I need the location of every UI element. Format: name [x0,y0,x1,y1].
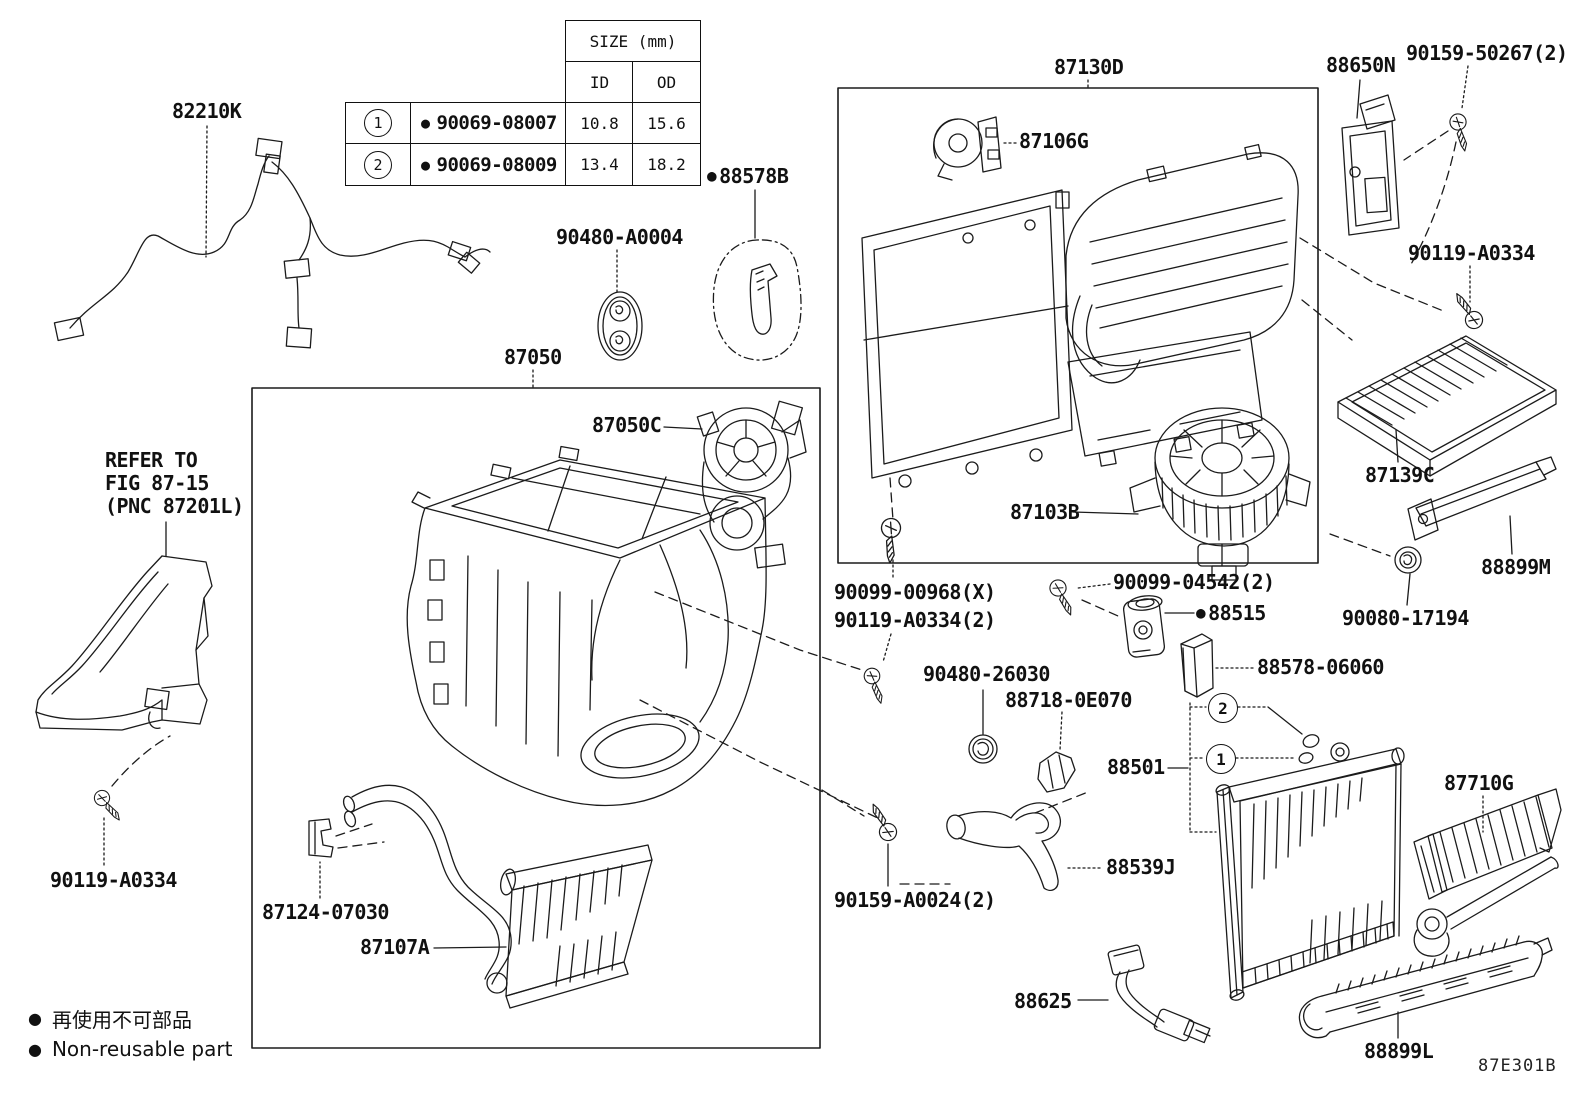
part-label-88501: 88501 [1107,755,1165,779]
refer-note-line1: REFER TO [105,448,198,472]
evaporator-88501-drawing [1215,742,1405,1001]
clamp-88718-0e070-drawing [1037,751,1076,793]
thermistor-88625-drawing [1107,944,1211,1044]
part-label-90119-a0334-bl: 90119-A0334 [50,868,177,892]
size-table: SIZE (mm) ID OD 1 ●90069-08007 10.8 15.6… [345,20,701,186]
leader-lines-dotted [103,65,1484,899]
screw-90159-a0024-drawing [860,803,905,844]
amplifier-88650n-drawing [1341,94,1400,236]
part-label-87107a: 87107A [360,935,430,959]
part-label-90080-17194: 90080-17194 [1342,606,1469,630]
part-label-87130d: 87130D [1054,55,1124,79]
part-label-87103b: 87103B [1010,500,1080,524]
part-label-87710g: 87710G [1444,771,1514,795]
screw-90119-a0334-tr-drawing [1446,293,1490,332]
part-label-88650n: 88650N [1326,53,1396,77]
expansion-valve-88515-drawing [1122,595,1166,658]
part-label-88625: 88625 [1014,989,1072,1013]
size-table-row1-num: 1 [345,102,411,144]
part-label-88578b: ●88578B [707,164,789,188]
note-non-reusable-en: ● Non-reusable part [28,1037,232,1061]
insulator-88578b-drawing [712,239,802,361]
note-text-jp: 再使用不可部品 [51,1008,192,1032]
heater-core-87710g-drawing [1413,788,1562,957]
part-label-88578-06060: 88578-06060 [1257,655,1384,679]
part-label-90159-a0024: 90159-A0024(2) [834,888,996,912]
part-label-88539j: 88539J [1106,855,1176,879]
grommet-90480-26030-drawing [968,734,998,764]
assembly-box-87050 [251,387,821,1049]
screw-90119-a0334-bl-drawing [89,788,127,821]
part-label-90480-26030: 90480-26030 [923,662,1050,686]
heater-core-87107a-drawing [308,784,653,1009]
screw-90159-50267-drawing [1439,110,1482,152]
size-table-col-od: OD [632,61,701,103]
size-table-row2-num: 2 [345,143,411,186]
size-table-row1-od: 15.6 [632,102,701,144]
hvac-case-87130-drawing [861,143,1299,488]
part-label-87050c: 87050C [592,413,662,437]
servo-87050c-drawing [696,400,807,569]
part-label-88899m: 88899M [1481,555,1551,579]
duct-87201l-drawing [35,555,213,731]
size-table-row2-id: 13.4 [565,143,634,186]
part-label-88718-0e070: 88718-0E070 [1005,688,1132,712]
refer-note-line3: (PNC 87201L) [105,494,244,518]
part-label-90480-a0004: 90480-A0004 [556,225,683,249]
part-label-90099-04542: 90099-04542(2) [1113,570,1275,594]
non-reusable-bullet-icon: ● [421,114,430,132]
part-label-88515: ●88515 [1196,601,1266,625]
damper-88899m-drawing [1407,456,1557,541]
screw-90099-04542-drawing [1041,576,1084,616]
part-label-87124-07030: 87124-07030 [262,900,389,924]
grommet-90480-a0004-drawing [597,291,643,361]
drain-hose-88539j-drawing [946,802,1061,891]
non-reusable-bullet-icon: ● [707,166,717,185]
size-table-row2-od: 18.2 [632,143,701,186]
size-table-row2-part: ●90069-08009 [410,143,566,186]
part-label-88899l: 88899L [1364,1039,1434,1063]
size-table-title: SIZE (mm) [565,20,701,62]
size-table-row1-id: 10.8 [565,102,634,144]
cabin-filter-87139c-drawing [1337,335,1557,477]
screw-90119-a0334-mid-drawing [855,664,896,704]
size-table-col-id: ID [565,61,634,103]
part-label-87050: 87050 [504,345,562,369]
leader-lines-solid [165,79,1513,1039]
refer-note: REFER TO FIG 87-15 (PNC 87201L) [105,449,244,518]
callout-circle-2: 2 [1208,693,1238,723]
harness-82210k-drawing [53,137,491,349]
part-label-87139c: 87139C [1365,463,1435,487]
drain-channel-88899l-drawing [1298,935,1553,1039]
servo-87106g-drawing [933,116,1002,181]
packing-88578-06060-drawing [1180,633,1214,698]
part-label-90119-a0334-mid: 90119-A0334(2) [834,608,996,632]
grommet-90080-17194-drawing [1394,546,1422,574]
part-label-87106g: 87106G [1019,129,1089,153]
blower-motor-87103b-drawing [1129,407,1311,581]
callout-bracket-88501 [1189,702,1297,833]
non-reusable-bullet-icon: ● [1196,603,1206,622]
part-label-90099-00968: 90099-00968(X) [834,580,996,604]
part-label-82210k: 82210K [172,99,242,123]
non-reusable-bullet-icon: ● [28,1039,42,1059]
refer-note-line2: FIG 87-15 [105,471,209,495]
assembly-box-87130d [837,87,1319,564]
note-text-en: Non-reusable part [51,1037,233,1061]
non-reusable-bullet-icon: ● [421,155,430,174]
note-non-reusable-jp: ● 再使用不可部品 [28,1004,232,1033]
non-reusable-bullet-icon: ● [28,1009,42,1028]
callout-circle-1: 1 [1206,744,1236,774]
oring-parts-drawing [1267,706,1320,764]
figure-code: 87E301B [1478,1056,1557,1076]
part-label-90119-a0334-tr: 90119-A0334 [1408,241,1535,265]
legend-notes: ● 再使用不可部品 ● Non-reusable part [28,1004,232,1061]
size-table-row1-part: ●90069-08007 [410,102,566,144]
hvac-unit-87050-drawing [406,445,767,807]
assembly-dashed-lines [111,130,1457,885]
screw-90099-00968-drawing [867,514,916,564]
part-label-90159-50267: 90159-50267(2) [1406,41,1568,65]
